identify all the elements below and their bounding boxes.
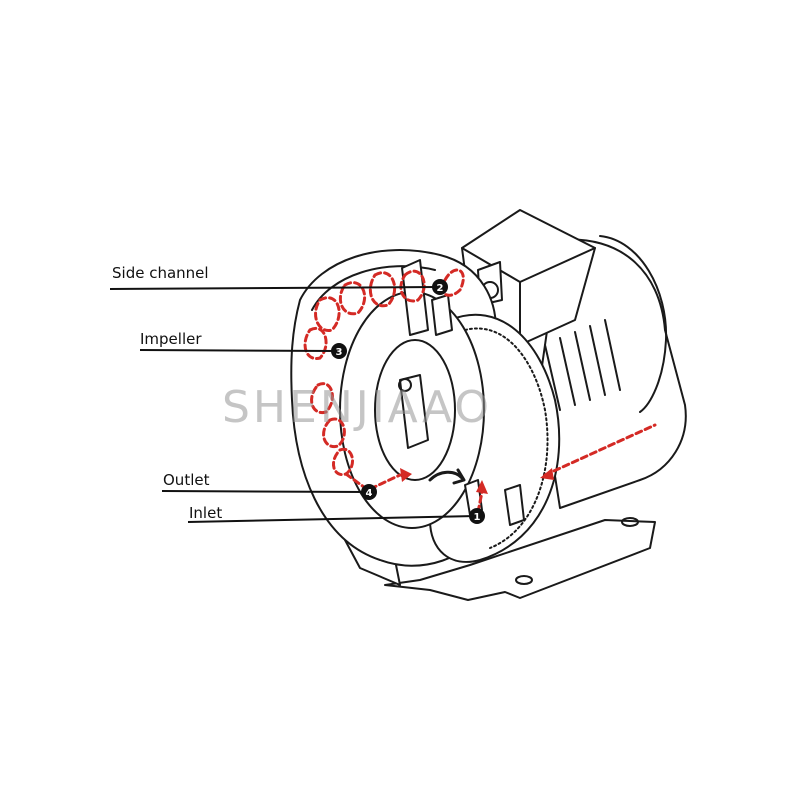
blower-illustration bbox=[290, 209, 687, 601]
port-fitting bbox=[401, 259, 429, 336]
spiral-loop bbox=[303, 326, 328, 361]
leader-outlet bbox=[161, 490, 369, 493]
label-side-channel: Side channel bbox=[112, 264, 209, 282]
inlet-flange bbox=[504, 484, 525, 526]
marker-1: 1 bbox=[469, 508, 485, 524]
motor-end-cap bbox=[599, 235, 668, 413]
base-bolt-hole bbox=[515, 575, 533, 585]
marker-4: 4 bbox=[361, 484, 377, 500]
port-fitting bbox=[431, 294, 453, 336]
label-outlet: Outlet bbox=[163, 471, 210, 489]
marker-4-text: 4 bbox=[366, 488, 373, 499]
arrowhead bbox=[540, 468, 554, 480]
motor-flow-line bbox=[543, 423, 657, 477]
leader-side-channel bbox=[109, 286, 439, 290]
arrowhead bbox=[400, 468, 412, 482]
spiral-loop bbox=[310, 382, 334, 415]
arrowhead bbox=[476, 480, 488, 494]
leader-inlet bbox=[187, 515, 477, 523]
cover-ridge bbox=[464, 327, 549, 549]
base-plate bbox=[384, 519, 656, 601]
hub-bolt bbox=[398, 378, 412, 392]
spiral-loop bbox=[339, 281, 367, 316]
marker-1-text: 1 bbox=[474, 512, 481, 523]
marker-2-text: 2 bbox=[437, 283, 444, 294]
label-impeller: Impeller bbox=[140, 330, 202, 348]
base-bolt-hole bbox=[621, 517, 639, 527]
spiral-loop bbox=[314, 296, 341, 332]
motor-fins bbox=[544, 319, 621, 411]
leader-lines bbox=[109, 286, 477, 523]
spiral-loop bbox=[322, 417, 346, 449]
label-inlet: Inlet bbox=[189, 504, 223, 522]
hub-recess bbox=[374, 339, 456, 481]
hub-shaft bbox=[399, 374, 429, 449]
marker-2: 2 bbox=[432, 279, 448, 295]
spiral-loop bbox=[369, 271, 397, 308]
leader-impeller bbox=[139, 349, 339, 352]
marker-3: 3 bbox=[331, 343, 347, 359]
spiral-loop bbox=[399, 269, 426, 303]
flow-arrowheads bbox=[400, 468, 554, 494]
marker-3-text: 3 bbox=[336, 347, 343, 358]
